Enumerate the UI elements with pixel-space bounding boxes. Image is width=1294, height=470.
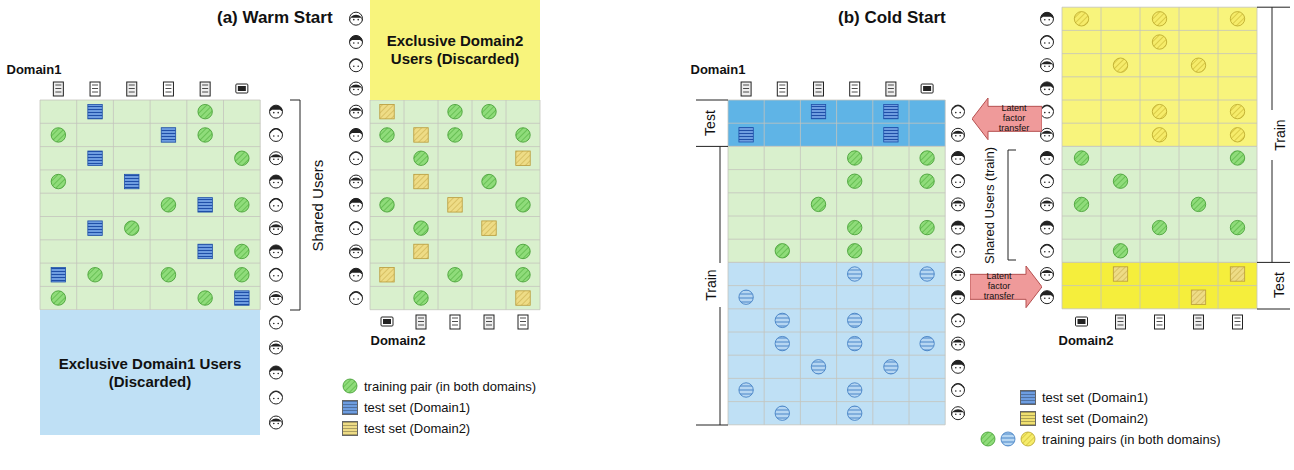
legend-swatch [342, 400, 358, 415]
arrow-label: Latent factor transfer [975, 272, 1023, 302]
domain-label: Domain1 [7, 63, 62, 78]
region-label: Exclusive Domain2 Users (Discarded) [378, 32, 532, 68]
domain-label: Domain2 [1059, 334, 1114, 349]
arrow-label: Latent factor transfer [991, 104, 1037, 134]
legend-text: training pairs (in both domains) [1042, 432, 1220, 447]
legend-text: test set (Domain2) [364, 421, 470, 436]
discarded-region: Exclusive Domain2 Users (Discarded) [370, 0, 540, 100]
discarded-region: Exclusive Domain1 Users (Discarded) [40, 310, 260, 435]
legend-swatch [342, 421, 358, 436]
bracket-label: Test [702, 110, 718, 136]
legend-swatch [1020, 390, 1036, 405]
transfer-arrow: Latent factor transfer [972, 98, 1042, 140]
region-label: Exclusive Domain1 Users (Discarded) [48, 355, 252, 391]
panel-title: (a) Warm Start [217, 8, 333, 28]
bracket-label: Shared Users [309, 159, 326, 251]
legend-text: test set (Domain1) [1042, 390, 1148, 405]
legend-swatch [1020, 411, 1036, 426]
domain-label: Domain2 [371, 334, 426, 349]
legend-text: test set (Domain1) [364, 400, 470, 415]
transfer-arrow: Latent factor transfer [970, 266, 1042, 308]
bracket-label: Train [1271, 119, 1287, 150]
legend-text: test set (Domain2) [1042, 411, 1148, 426]
bracket-label: Shared Users (train) [983, 146, 998, 263]
bracket-label: Test [1271, 272, 1287, 298]
legend-text: training pair (in both domains) [364, 379, 536, 394]
domain-label: Domain1 [691, 63, 746, 78]
bracket-label: Train [702, 269, 718, 300]
panel-title: (b) Cold Start [838, 8, 946, 28]
